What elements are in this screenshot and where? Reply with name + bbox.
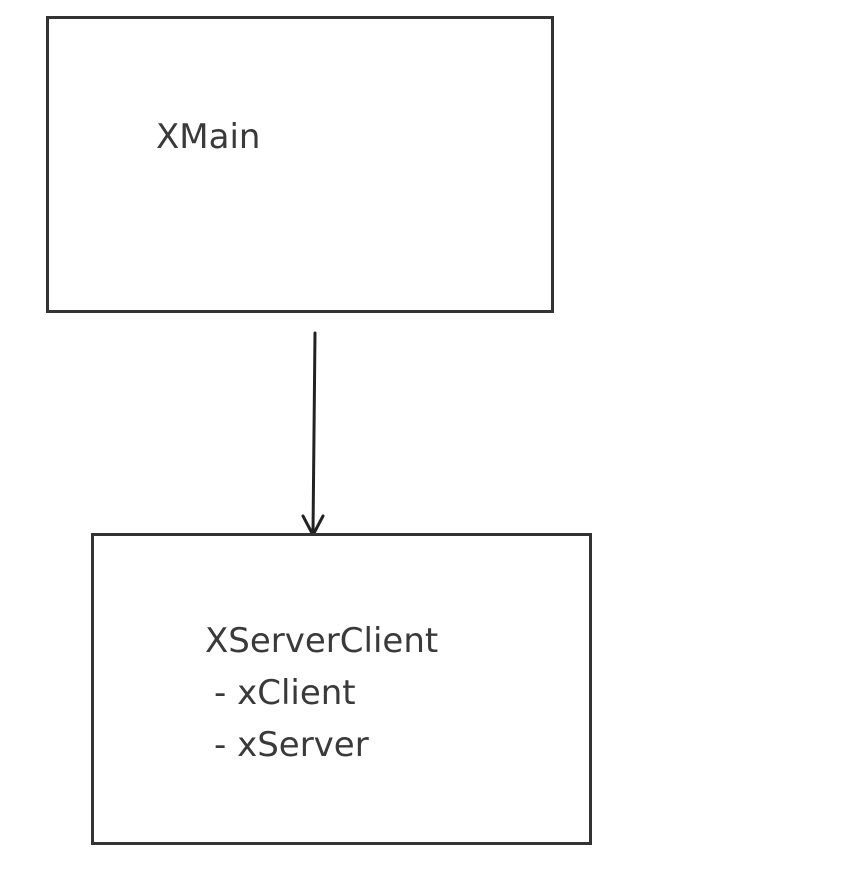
xmain-title: XMain bbox=[156, 117, 261, 157]
xserverclient-box: XServerClient - xClient - xServer bbox=[91, 533, 592, 845]
xserverclient-title: XServerClient bbox=[205, 621, 439, 661]
arrow-shaft bbox=[311, 331, 317, 535]
xmain-box: XMain bbox=[46, 16, 554, 313]
member-xclient: - xClient bbox=[214, 673, 356, 713]
member-xserver: - xServer bbox=[214, 725, 369, 765]
